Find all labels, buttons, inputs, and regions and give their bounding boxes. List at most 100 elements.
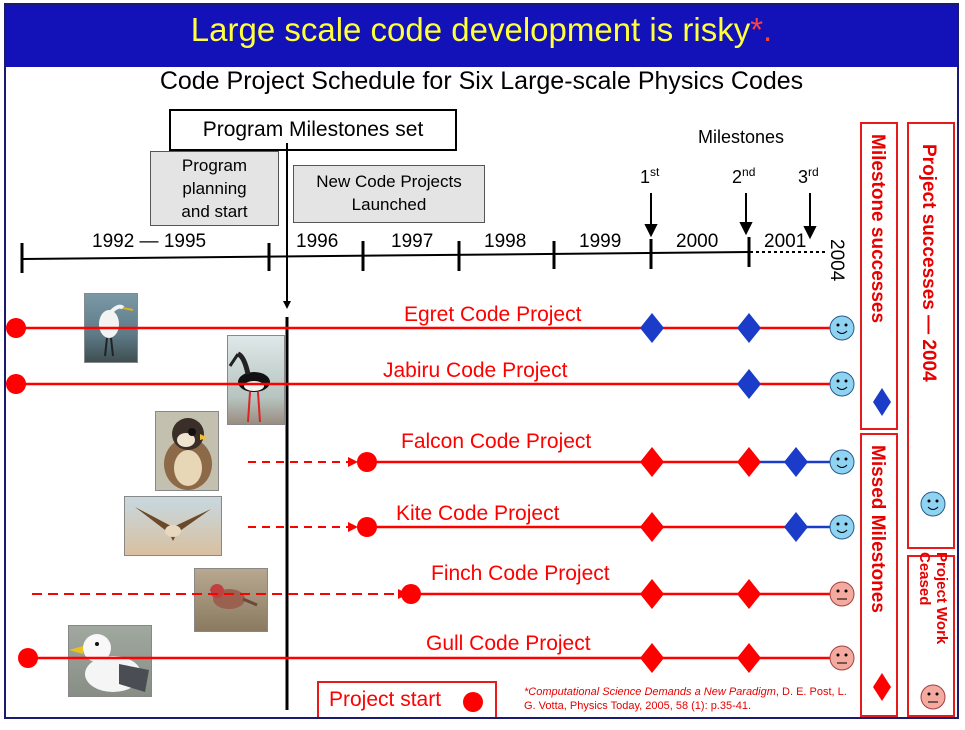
egret-milestone-2 bbox=[737, 313, 761, 343]
jabiru-row bbox=[6, 369, 840, 399]
finch-label: Finch Code Project bbox=[431, 562, 610, 585]
success-face-kite bbox=[829, 514, 855, 540]
project-start-legend: Project start bbox=[317, 681, 497, 717]
legend-success-face bbox=[920, 491, 946, 517]
kite-milestone-3 bbox=[784, 512, 808, 542]
schedule-diagram bbox=[6, 143, 855, 710]
milestones-set-label: Program Milestones set bbox=[202, 118, 424, 141]
gull-milestone-1 bbox=[640, 643, 664, 673]
finch-photo bbox=[194, 568, 268, 632]
milestone-3-number: 3 bbox=[798, 167, 809, 187]
falcon-row bbox=[248, 447, 840, 477]
milestone-successes-box: Milestone successes bbox=[860, 122, 898, 430]
ceased-face-gull bbox=[829, 645, 855, 671]
finch-row bbox=[32, 579, 840, 609]
year-label-1997: 1997 bbox=[391, 231, 434, 252]
kite-photo bbox=[124, 496, 222, 556]
timeline-ticks bbox=[20, 237, 751, 273]
project-work-ceased-label: Project Work Ceased bbox=[910, 552, 950, 682]
kite-label: Kite Code Project bbox=[396, 502, 560, 525]
jabiru-photo bbox=[227, 335, 285, 425]
project-successes-box: Project successes — 2004 bbox=[907, 122, 955, 549]
legend-ceased-face bbox=[920, 684, 946, 710]
year-label-2001: 2001 bbox=[764, 231, 807, 252]
egret-label: Egret Code Project bbox=[404, 303, 582, 326]
milestone-2-suffix: nd bbox=[742, 165, 756, 179]
finch-start bbox=[401, 584, 421, 604]
year-label-2000: 2000 bbox=[676, 231, 719, 252]
legend-red-diamond bbox=[873, 673, 891, 701]
year-label-1998: 1998 bbox=[484, 231, 527, 252]
planning-line-2: planning bbox=[182, 179, 247, 198]
title-text: Large scale code development is risky bbox=[190, 11, 751, 48]
finch-icon bbox=[205, 584, 258, 609]
egret-start bbox=[6, 318, 26, 338]
falcon-label: Falcon Code Project bbox=[401, 430, 592, 453]
legend-start-circle bbox=[463, 692, 483, 712]
project-work-ceased-box: Project Work Ceased bbox=[907, 552, 955, 717]
launched-line-2: Launched bbox=[351, 195, 427, 214]
year-label-1996: 1996 bbox=[296, 231, 339, 252]
planning-line-1: Program bbox=[181, 156, 248, 175]
jabiru-label: Jabiru Code Project bbox=[383, 359, 568, 382]
falcon-milestone-3 bbox=[784, 447, 808, 477]
milestone-arrows bbox=[644, 193, 817, 240]
timeline-axis bbox=[21, 251, 751, 260]
project-successes-label: Project successes — 2004 bbox=[918, 144, 939, 382]
title-asterisk: *. bbox=[750, 11, 773, 48]
launched-box: New Code Projects Launched bbox=[293, 165, 485, 223]
milestones-header: Milestones bbox=[698, 127, 785, 147]
slide-subtitle: Code Project Schedule for Six Large-scal… bbox=[159, 67, 804, 95]
launched-line-1: New Code Projects bbox=[316, 172, 462, 191]
slide-title: Large scale code development is risky*. bbox=[6, 11, 957, 49]
title-bar: Large scale code development is risky*. bbox=[6, 5, 957, 67]
year-label-1999: 1999 bbox=[579, 231, 622, 252]
jabiru-milestone-2 bbox=[737, 369, 761, 399]
citation-rest: , D. E. Post, L. G. Votta, Physics Today… bbox=[524, 686, 847, 712]
project-work-ceased-line-1: Project Work bbox=[933, 552, 950, 645]
milestone-successes-label: Milestone successes bbox=[867, 134, 888, 324]
jabiru-start bbox=[6, 374, 26, 394]
citation: *Computational Science Demands a New Par… bbox=[524, 685, 854, 713]
success-face-falcon bbox=[829, 449, 855, 475]
milestone-1-marker: 1st bbox=[640, 165, 659, 188]
kite-start bbox=[357, 517, 377, 537]
milestone-1-number: 1 bbox=[640, 167, 651, 187]
planning-line-3: and start bbox=[181, 202, 248, 221]
success-face-jabiru bbox=[829, 371, 855, 397]
kite-icon bbox=[135, 507, 211, 541]
milestone-1-suffix: st bbox=[650, 165, 660, 179]
milestone-2-marker: 2nd bbox=[732, 165, 755, 188]
missed-milestones-box: Missed Milestones bbox=[860, 433, 898, 717]
planning-box: Program planning and start bbox=[150, 151, 279, 226]
finch-milestone-1 bbox=[640, 579, 664, 609]
slide: Large scale code development is risky*. … bbox=[4, 3, 959, 719]
finch-milestone-2 bbox=[737, 579, 761, 609]
jabiru-icon bbox=[228, 351, 270, 423]
missed-milestones-label: Missed Milestones bbox=[867, 445, 888, 613]
project-start-label: Project start bbox=[329, 688, 442, 711]
falcon-photo bbox=[155, 411, 219, 491]
success-face-egret bbox=[829, 315, 855, 341]
falcon-start bbox=[357, 452, 377, 472]
citation-title: *Computational Science Demands a New Par… bbox=[524, 686, 776, 698]
milestone-3-suffix: rd bbox=[808, 165, 819, 179]
legend-blue-diamond bbox=[873, 388, 891, 416]
kite-milestone-1 bbox=[640, 512, 664, 542]
falcon-icon bbox=[164, 418, 212, 490]
gull-label: Gull Code Project bbox=[426, 632, 591, 655]
egret-row bbox=[6, 313, 840, 343]
milestone-2-number: 2 bbox=[732, 167, 743, 187]
egret-milestone-1 bbox=[640, 313, 664, 343]
project-work-ceased-line-2: Ceased bbox=[916, 552, 933, 606]
falcon-milestone-1 bbox=[640, 447, 664, 477]
ceased-face-finch bbox=[829, 581, 855, 607]
kite-row bbox=[248, 512, 840, 542]
falcon-milestone-2 bbox=[737, 447, 761, 477]
gull-icon bbox=[69, 634, 149, 692]
gull-row bbox=[18, 643, 840, 673]
gull-milestone-2 bbox=[737, 643, 761, 673]
milestone-3-marker: 3rd bbox=[798, 165, 819, 188]
egret-icon bbox=[99, 304, 134, 357]
milestones-set-box: Program Milestones set bbox=[169, 109, 457, 151]
